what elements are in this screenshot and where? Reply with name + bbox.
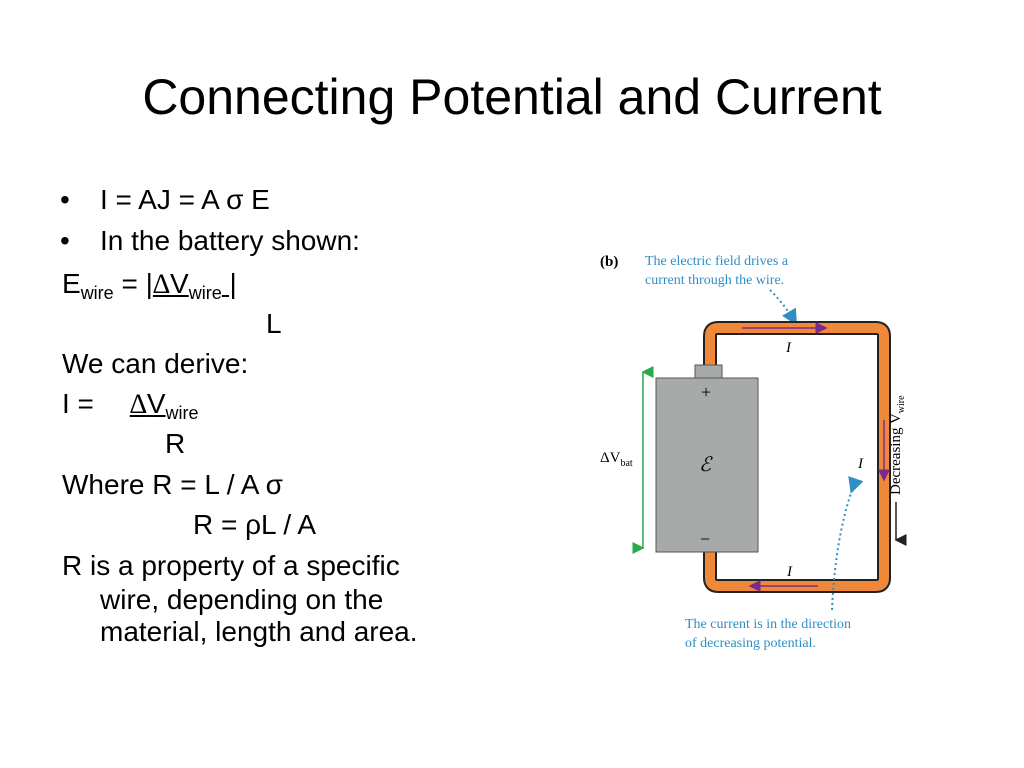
- ewire-symbol: E: [62, 268, 81, 299]
- bullet-dot: •: [60, 225, 70, 256]
- bullet-dot: •: [60, 184, 70, 215]
- current-label-right: I: [857, 456, 864, 472]
- current-label-top: I: [785, 340, 792, 356]
- ewire-denominator: L: [266, 308, 282, 339]
- panel-label: (b): [600, 254, 618, 270]
- property-line-2: wire, depending on the: [100, 584, 384, 615]
- battery-minus: −: [700, 529, 710, 549]
- current-equation: I = ∆Vwire: [62, 388, 199, 423]
- battery-circuit-figure: (b) The electric field drives a current …: [600, 254, 907, 651]
- property-line-3: material, length and area.: [100, 616, 418, 647]
- property-line-1: R is a property of a specific: [62, 550, 400, 581]
- current-denominator: R: [165, 428, 186, 459]
- current-label-bottom: I: [786, 564, 793, 580]
- delta-symbol: ∆: [152, 269, 171, 300]
- derive-label: We can derive:: [62, 348, 249, 379]
- resistance-definition: Where R = L / A σ: [62, 469, 283, 500]
- battery-emf: ℰ: [699, 454, 713, 476]
- slide-title: Connecting Potential and Current: [142, 69, 882, 125]
- delta-v-bat-label: ΔVbat: [600, 450, 633, 469]
- ewire-subscript: wire: [80, 283, 114, 303]
- current-lhs: I =: [62, 388, 102, 419]
- bullet-battery-shown: In the battery shown:: [100, 225, 360, 256]
- battery-terminal: [694, 364, 723, 380]
- top-note-pointer: [769, 289, 798, 326]
- bottom-note-line-1: The current is in the direction: [685, 617, 851, 632]
- decreasing-v-label: Decreasing Vwire: [888, 395, 907, 495]
- top-note-line-1: The electric field drives a: [645, 254, 789, 269]
- bottom-note-line-2: of decreasing potential.: [685, 636, 816, 651]
- resistivity-formula: R = ρL / A: [193, 509, 317, 540]
- battery-body: [655, 377, 759, 553]
- delta-symbol: ∆: [129, 389, 147, 420]
- equals-sign: =: [113, 268, 146, 299]
- current-numerator: ∆Vwire: [129, 388, 199, 423]
- top-note-line-2: current through the wire.: [645, 273, 784, 288]
- ewire-numerator: |∆Vwire |: [145, 268, 237, 303]
- battery-plus: +: [701, 382, 711, 402]
- bullet-current-density: I = AJ = A σ E: [100, 184, 270, 215]
- ewire-equation: Ewire = |∆Vwire |: [62, 268, 237, 303]
- bottom-note-pointer: [831, 476, 864, 611]
